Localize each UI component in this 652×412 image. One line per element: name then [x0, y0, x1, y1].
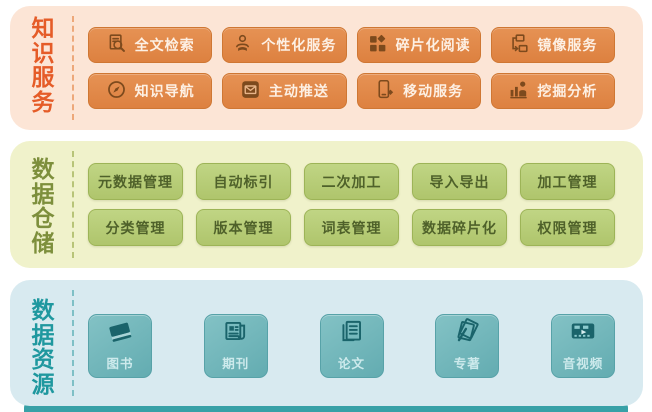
section-title-data-resources: 数据资源	[31, 297, 55, 397]
resource-tile-audio-video[interactable]: 音视频	[551, 314, 615, 378]
service-button-mining-analysis[interactable]: 挖掘分析	[490, 73, 615, 109]
personalized-service-icon	[232, 33, 253, 57]
resource-tile-monographs[interactable]: 专著	[435, 314, 500, 378]
warehouse-button-vocabulary-management[interactable]: 词表管理	[304, 209, 399, 246]
dashed-divider	[72, 290, 74, 396]
section-title-data-warehouse: 数据仓储	[31, 156, 55, 256]
dashed-divider	[72, 16, 74, 120]
resource-tile-label: 期刊	[222, 357, 250, 371]
service-button-label: 全文检索	[134, 37, 195, 53]
section-knowledge-services: 知识服务 全文检索	[10, 6, 643, 130]
service-button-label: 移动服务	[403, 83, 464, 99]
warehouse-button-version-management[interactable]: 版本管理	[196, 209, 291, 246]
fulltext-search-icon	[106, 33, 127, 57]
resource-tile-journals[interactable]: 期刊	[203, 314, 268, 378]
resource-tile-label: 论文	[337, 357, 365, 371]
resource-tile-books[interactable]: 图书	[88, 314, 152, 378]
warehouse-button-permission-management[interactable]: 权限管理	[520, 209, 615, 246]
knowledge-navigation-icon	[106, 79, 127, 103]
audio-video-icon	[568, 316, 598, 353]
service-button-label: 挖掘分析	[537, 83, 598, 99]
service-button-label: 知识导航	[134, 83, 195, 99]
warehouse-button-label: 二次加工	[321, 173, 382, 190]
journal-icon	[221, 316, 251, 353]
warehouse-button-auto-indexing[interactable]: 自动标引	[196, 163, 291, 200]
service-button-mirror-service[interactable]: 镜像服务	[490, 27, 615, 63]
warehouse-button-import-export[interactable]: 导入导出	[412, 163, 507, 200]
active-push-icon	[240, 79, 261, 103]
warehouse-button-label: 分类管理	[105, 219, 166, 236]
warehouse-button-category-management[interactable]: 分类管理	[88, 209, 183, 246]
resource-tile-papers[interactable]: 论文	[319, 314, 384, 378]
resource-tile-label: 音视频	[562, 357, 604, 371]
service-button-mobile-service[interactable]: 移动服务	[356, 73, 481, 109]
warehouse-button-processing-management[interactable]: 加工管理	[520, 163, 615, 200]
data-warehouse-grid: 元数据管理 自动标引 二次加工 导入导出 加工管理 分类管理 版本管理 词表管理…	[88, 141, 615, 268]
fragmented-reading-icon	[367, 33, 388, 57]
monograph-icon	[452, 316, 482, 353]
section-data-warehouse: 数据仓储 元数据管理 自动标引 二次加工 导入导出 加工管理 分类管理 版本管理…	[10, 141, 643, 268]
service-button-fragmented-reading[interactable]: 碎片化阅读	[356, 27, 481, 63]
dashed-divider	[72, 151, 74, 258]
service-button-label: 碎片化阅读	[395, 37, 471, 53]
service-button-label: 主动推送	[268, 83, 329, 99]
warehouse-button-label: 权限管理	[537, 219, 598, 236]
section-title-knowledge-services: 知识服务	[31, 15, 55, 115]
book-icon	[105, 316, 135, 353]
warehouse-button-secondary-processing[interactable]: 二次加工	[304, 163, 399, 200]
warehouse-button-label: 导入导出	[429, 173, 490, 190]
service-button-fulltext-search[interactable]: 全文检索	[88, 27, 213, 63]
service-button-knowledge-navigation[interactable]: 知识导航	[88, 73, 213, 109]
mining-analysis-icon	[508, 79, 529, 103]
service-button-label: 镜像服务	[537, 37, 598, 53]
warehouse-button-label: 元数据管理	[98, 173, 173, 190]
resource-tile-label: 图书	[106, 357, 134, 371]
mobile-service-icon	[374, 79, 395, 103]
section-data-resources: 数据资源 图书	[10, 280, 643, 406]
data-resources-row: 图书 期刊	[88, 280, 615, 406]
service-button-active-push[interactable]: 主动推送	[222, 73, 347, 109]
warehouse-button-data-fragmentation[interactable]: 数据碎片化	[412, 209, 507, 246]
warehouse-button-label: 词表管理	[321, 219, 382, 236]
service-button-personalized-service[interactable]: 个性化服务	[222, 27, 347, 63]
warehouse-button-label: 自动标引	[213, 173, 274, 190]
service-button-label: 个性化服务	[261, 37, 337, 53]
warehouse-button-label: 数据碎片化	[422, 219, 497, 236]
warehouse-button-label: 加工管理	[537, 173, 598, 190]
resource-tile-label: 专著	[453, 357, 481, 371]
mirror-service-icon	[508, 33, 529, 57]
paper-icon	[337, 316, 367, 353]
knowledge-services-grid: 全文检索 个性化服务	[88, 6, 615, 130]
warehouse-button-label: 版本管理	[213, 219, 274, 236]
warehouse-button-metadata-management[interactable]: 元数据管理	[88, 163, 183, 200]
